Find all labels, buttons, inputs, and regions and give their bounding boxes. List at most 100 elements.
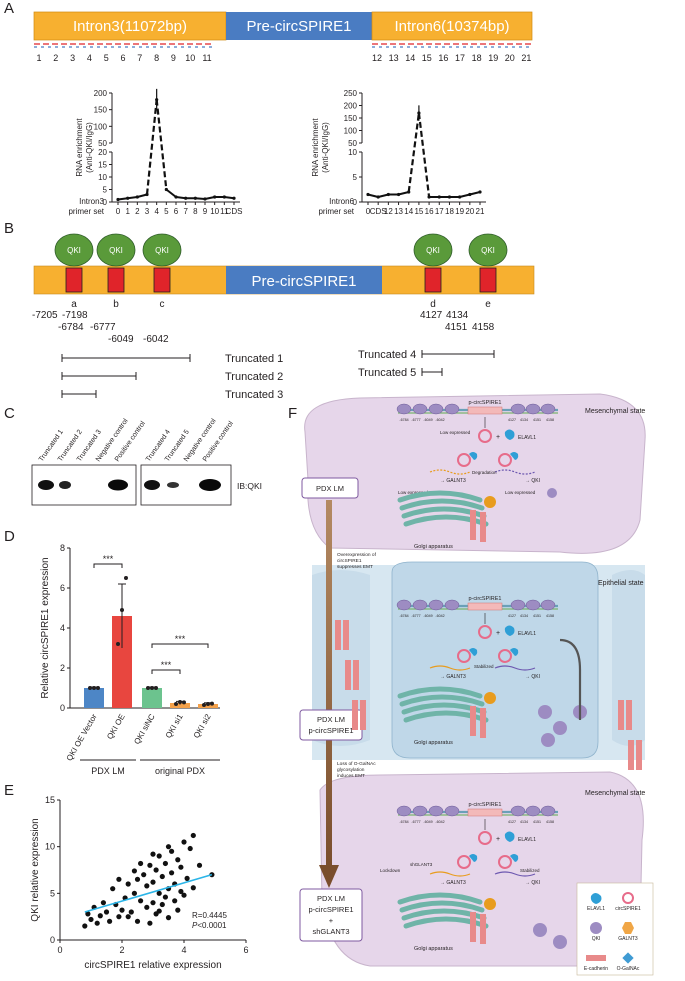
series-segment [137,193,148,198]
group-label: PDX LM [91,766,125,776]
site-number: 4134 [520,614,528,618]
series-segment [165,188,177,198]
primer-number: 11 [202,53,211,63]
data-point [447,195,452,199]
elavl1-icon [469,854,478,862]
pre-circ-label: Pre-circSPIRE1 [246,18,351,35]
data-point [184,196,188,200]
golgi-cisterna [399,900,485,913]
nucleosome [540,599,556,611]
data-point [120,608,124,612]
low-expressed-label: Low expressed [398,490,429,495]
data-point [184,875,190,882]
site-number: 4127 [508,418,516,422]
circspire1-gene [467,808,503,817]
legend-label: QKI [592,936,601,942]
model-2-line: p-circSPIRE1 [308,726,353,735]
data-point [126,196,130,200]
x-tick-label: 20 [465,207,474,216]
x-tick-label: 0 [116,207,121,216]
primer-number: 1 [36,53,41,63]
x-tick-label: CDS [226,207,243,216]
galnt3-label: → GALNT3 [440,674,466,680]
elavl1-icon [469,452,478,460]
blot-band [167,482,179,488]
x-tick-label: 9 [203,207,208,216]
site-number: -6784 [399,418,408,422]
data-point [97,913,103,919]
data-point [386,192,390,197]
y-tick-label: 250 [344,89,358,98]
nucleosome [540,805,556,817]
r-value: R=0.4445 [192,911,227,920]
data-point [119,907,125,913]
ecadherin-icon [628,740,634,770]
elavl1-icon [469,648,478,656]
y-tick-label: 10 [98,173,107,182]
elavl1-icon [510,854,519,862]
binding-site [153,267,171,293]
data-point [159,901,165,908]
y-tick-label: 15 [45,795,55,805]
ecadherin-icon [470,912,476,942]
qki-protein [142,233,182,267]
coord-label: 4127 [420,310,443,321]
data-point [150,900,156,906]
site-number: -6049 [423,418,432,422]
data-point [138,860,144,867]
blot-band [144,480,160,490]
data-point [131,868,137,874]
blot-band [59,481,71,489]
data-point [156,890,162,896]
site-number: -6042 [435,418,444,422]
sig-bracket [151,643,209,648]
panel-label-c: C [4,405,15,422]
data-point [182,700,186,705]
qki-label: → QKI [525,674,540,680]
data-point [141,872,147,878]
ecadherin-icon [470,706,476,736]
truncated-2-label: Truncated 2 [225,371,283,383]
primer-number: 13 [389,53,399,63]
nucleosome [510,403,526,415]
qki-protein [553,935,567,949]
ecadherin-icon [335,620,341,650]
site-number: 4127 [508,820,516,824]
model-3-line: + [329,916,334,925]
site-number: -6777 [411,418,420,422]
state-label-bottom: Mesenchymal state [585,790,645,797]
truncated-5-label: Truncated 5 [358,367,416,379]
qki-protein [541,733,555,747]
primer-number: 14 [405,53,415,63]
data-point [165,915,172,921]
golgi-cisterna [397,490,483,503]
circrna-icon [478,831,492,845]
data-point [124,576,128,580]
data-point [103,909,110,915]
p-value: P<0.0001 [192,921,227,930]
site-number: 4151 [533,614,541,618]
y-tick-label: 50 [348,139,357,148]
ib-label: IB:QKI [237,481,262,491]
ecadherin-icon [480,914,486,944]
legend-label: circSPIRE1 [615,906,641,912]
nucleosome [444,599,460,611]
coord-label: -7205 [32,310,58,321]
group-label: original PDX [155,766,205,776]
data-point [407,190,411,194]
data-point [174,195,178,199]
x-tick-label: CDS [370,207,387,216]
panel-label-a: A [4,0,15,17]
data-point [144,883,150,889]
data-point [458,195,462,199]
data-point [125,914,131,920]
blot-band [108,479,128,491]
ecadherin-icon [470,510,476,540]
x-tick-label: 11 [220,207,229,216]
nucleosome [510,805,526,817]
ecadherin-icon [480,708,486,738]
cell-epithelial [391,561,599,759]
